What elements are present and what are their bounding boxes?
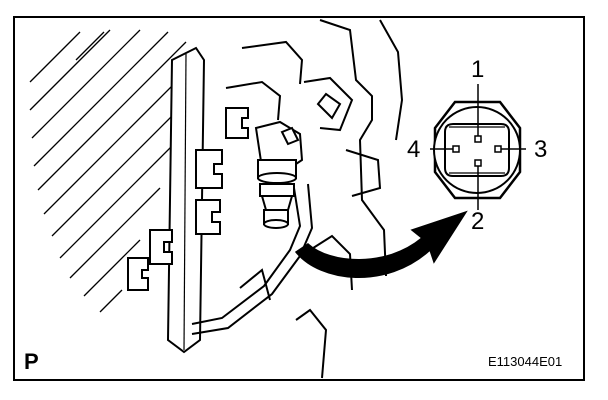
curved-arrow <box>294 210 468 279</box>
condenser-clamps <box>127 107 249 291</box>
figure-code: E113044E01 <box>488 354 563 369</box>
corner-label: P <box>24 349 39 374</box>
pin-label-3: 3 <box>534 136 548 163</box>
vehicle-body-panel <box>225 19 404 379</box>
connector-face <box>433 100 522 200</box>
figure-frame <box>13 16 585 381</box>
condenser-tank <box>166 46 206 354</box>
pin-label-2: 2 <box>471 208 485 235</box>
pin-label-4: 4 <box>407 136 421 163</box>
pressure-switch <box>254 120 304 229</box>
condenser-fins <box>29 29 187 313</box>
refrigerant-pipe <box>191 183 314 335</box>
pin-leader-lines <box>430 84 526 210</box>
pin-label-1: 1 <box>471 56 485 83</box>
